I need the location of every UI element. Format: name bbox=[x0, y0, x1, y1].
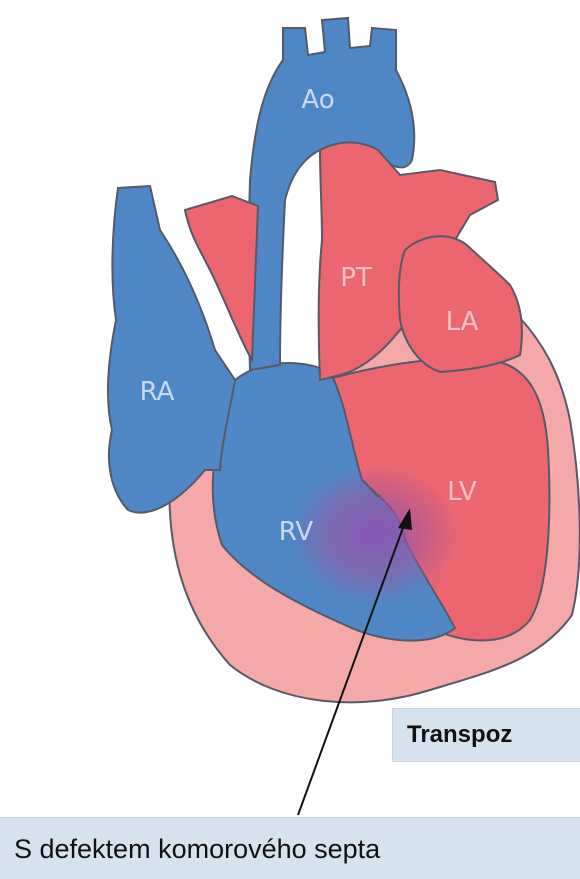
title-box: Transpoz bbox=[392, 708, 580, 762]
label-pt: PT bbox=[340, 263, 372, 293]
caption-text: S defektem komorového septa bbox=[14, 834, 380, 864]
label-rv: RV bbox=[279, 517, 314, 547]
label-la: LA bbox=[446, 307, 479, 337]
caption-box: S defektem komorového septa bbox=[0, 817, 580, 879]
vsd-mixing-area bbox=[290, 465, 460, 605]
label-lv: LV bbox=[447, 477, 477, 507]
label-ra: RA bbox=[140, 377, 175, 407]
left-atrium bbox=[399, 236, 522, 372]
label-ao: Ao bbox=[301, 85, 334, 115]
title-text: Transpoz bbox=[407, 721, 512, 748]
